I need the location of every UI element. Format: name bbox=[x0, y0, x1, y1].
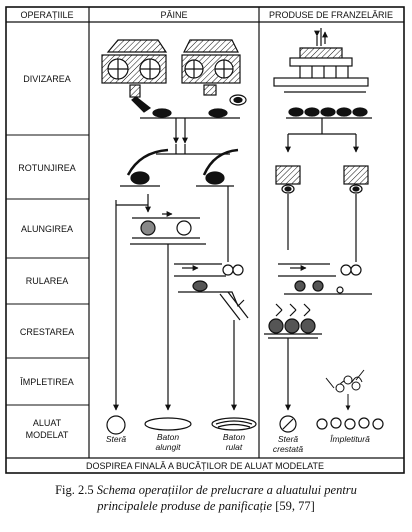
bread-divider-right bbox=[181, 39, 247, 106]
pastry-braiding bbox=[325, 369, 365, 411]
bread-moulder bbox=[174, 186, 249, 411]
product-stera-crestata bbox=[279, 415, 297, 433]
bread-divided-dough bbox=[140, 108, 240, 144]
product-stera bbox=[106, 415, 126, 435]
product-label-baton-alungit-1: Baton bbox=[157, 432, 179, 442]
product-baton-rulat bbox=[211, 417, 257, 431]
header-pastry: PRODUSE DE FRANZELĂRIE bbox=[269, 10, 393, 20]
operation-label-impletirea: ÎMPLETIREA bbox=[19, 377, 74, 387]
bread-divider-left bbox=[101, 39, 168, 113]
caption-reference: [59, 77] bbox=[272, 499, 315, 513]
bread-rounder bbox=[120, 144, 239, 187]
product-baton-alungit bbox=[144, 417, 192, 431]
product-label-stera-crestata-1: Steră bbox=[278, 434, 299, 444]
product-label-stera: Steră bbox=[106, 434, 127, 444]
product-impletitura bbox=[316, 417, 384, 430]
header-bread: PÂINE bbox=[160, 10, 187, 20]
caption-title-line-1: Schema operațiilor de prelucrare a aluat… bbox=[96, 483, 357, 497]
caption-prefix: Fig. 2.5 bbox=[55, 483, 97, 497]
final-row-label-line1: ALUAT bbox=[33, 418, 62, 428]
caption-line-1: Fig. 2.5 Schema operațiilor de prelucrar… bbox=[0, 482, 412, 498]
product-label-baton-alungit-2: alungit bbox=[155, 442, 181, 452]
pastry-rounder bbox=[275, 165, 369, 194]
final-products bbox=[106, 415, 384, 435]
processing-diagram: OPERAȚIILE PÂINE PRODUSE DE FRANZELĂRIE … bbox=[5, 6, 405, 474]
operation-label-crestarea: CRESTAREA bbox=[20, 327, 74, 337]
product-label-stera-crestata-2: crestată bbox=[273, 444, 304, 454]
caption-title-line-2: principalele produse de panificație bbox=[97, 499, 273, 513]
bread-elongator bbox=[113, 194, 206, 411]
footer-final-proofing: DOSPIREA FINALĂ A BUCĂȚILOR DE ALUAT MOD… bbox=[86, 461, 324, 471]
caption-line-2: principalele produse de panificație [59,… bbox=[0, 498, 412, 514]
product-label-baton-rulat-2: rulat bbox=[226, 442, 243, 452]
product-label-impletitura: Împletitură bbox=[330, 434, 370, 444]
header-operations: OPERAȚIILE bbox=[20, 10, 73, 20]
product-label-baton-rulat-1: Baton bbox=[223, 432, 245, 442]
figure-caption: Fig. 2.5 Schema operațiilor de prelucrar… bbox=[0, 482, 412, 514]
operation-label-alungirea: ALUNGIREA bbox=[21, 224, 73, 234]
final-row-label-line2: MODELAT bbox=[26, 430, 69, 440]
table-grid bbox=[5, 6, 405, 474]
operation-label-divizarea: DIVIZAREA bbox=[23, 74, 71, 84]
pastry-divider-press bbox=[273, 28, 372, 153]
operation-label-rotunjirea: ROTUNJIREA bbox=[18, 163, 76, 173]
operation-label-rularea: RULAREA bbox=[26, 276, 69, 286]
pastry-scoring bbox=[264, 303, 322, 411]
pastry-moulder bbox=[278, 194, 372, 295]
